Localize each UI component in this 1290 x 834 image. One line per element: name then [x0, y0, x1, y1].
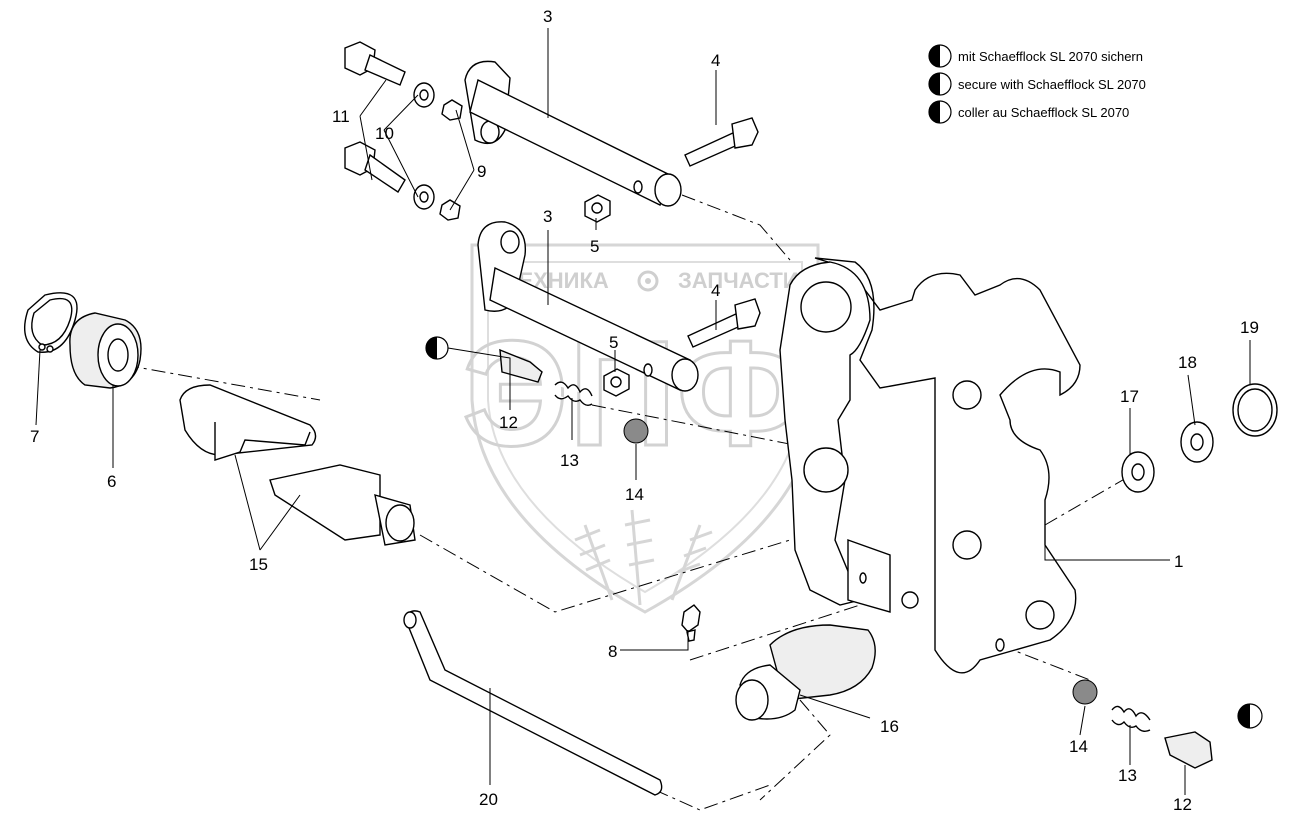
half-filled-circle-icon [928, 44, 952, 68]
legend-text-en: secure with Schaefflock SL 2070 [958, 77, 1146, 92]
label-4-top: 4 [711, 51, 720, 70]
label-20: 20 [479, 790, 498, 809]
part-17-washer [1121, 451, 1155, 493]
label-18: 18 [1178, 353, 1197, 372]
label-9: 9 [477, 162, 486, 181]
part-5-nut-top [584, 194, 611, 223]
legend-text-fr: coller au Schaefflock SL 2070 [958, 105, 1129, 120]
half-filled-circle-icon [425, 336, 449, 360]
legend-text-de: mit Schaefflock SL 2070 sichern [958, 49, 1143, 64]
label-17: 17 [1120, 387, 1139, 406]
part-1-bracket [779, 257, 1081, 674]
half-filled-circle-icon [928, 72, 952, 96]
label-12-upper: 12 [499, 413, 518, 432]
label-14-lower: 14 [1069, 737, 1088, 756]
part-20-rod [403, 610, 663, 796]
part-5-nut-lower [603, 368, 630, 397]
part-13-spring-upper [554, 381, 593, 407]
part-labels: 1 3 3 4 4 5 5 6 7 8 9 10 11 12 12 13 13 … [30, 7, 1259, 814]
part-11-bolts [344, 41, 406, 193]
label-8: 8 [608, 642, 617, 661]
part-19-circlip [1232, 383, 1278, 437]
label-4-lower: 4 [711, 281, 720, 300]
label-5-lower: 5 [609, 333, 618, 352]
part-16-gear-shaft [735, 624, 876, 721]
half-filled-circle-icon [1237, 703, 1263, 729]
part-18-washer [1180, 421, 1214, 463]
part-6-bearing [69, 312, 142, 389]
label-12-lower: 12 [1173, 795, 1192, 814]
part-14-ball-upper [623, 418, 649, 444]
label-19: 19 [1240, 318, 1259, 337]
label-10: 10 [375, 124, 394, 143]
label-3-lower: 3 [543, 207, 552, 226]
label-15: 15 [249, 555, 268, 574]
label-13-upper: 13 [560, 451, 579, 470]
wheat-icon [574, 509, 713, 606]
assembly-lines [124, 194, 1141, 811]
legend-row-2: secure with Schaefflock SL 2070 [928, 72, 1146, 96]
label-14-upper: 14 [625, 485, 644, 504]
part-3-pin-lower [477, 221, 699, 392]
part-10-washers [413, 82, 435, 210]
label-1: 1 [1174, 552, 1183, 571]
legend-row-3: coller au Schaefflock SL 2070 [928, 100, 1129, 124]
half-filled-circle-icon [928, 100, 952, 124]
part-8-grease-nipple [681, 604, 701, 642]
label-5-top: 5 [590, 237, 599, 256]
part-12-setscrew-lower [1164, 731, 1213, 769]
label-16: 16 [880, 717, 899, 736]
part-3-pin-top [464, 60, 682, 207]
legend: mit Schaefflock SL 2070 sichern secure w… [928, 44, 1146, 124]
legend-row-1: mit Schaefflock SL 2070 sichern [928, 44, 1143, 68]
part-14-ball-lower [1072, 679, 1098, 705]
label-13-lower: 13 [1118, 766, 1137, 785]
watermark-text-right: ЗАПЧАСТИ [678, 268, 799, 293]
label-7: 7 [30, 427, 39, 446]
label-6: 6 [107, 472, 116, 491]
label-11: 11 [332, 107, 350, 126]
part-4-bolt-top [684, 117, 759, 167]
label-3-top: 3 [543, 7, 552, 26]
part-15-latch [179, 384, 416, 546]
leader-lines [35, 28, 1251, 795]
gear-icon [637, 270, 659, 292]
part-7-circlip [24, 292, 78, 353]
part-13-spring-lower [1111, 705, 1151, 733]
